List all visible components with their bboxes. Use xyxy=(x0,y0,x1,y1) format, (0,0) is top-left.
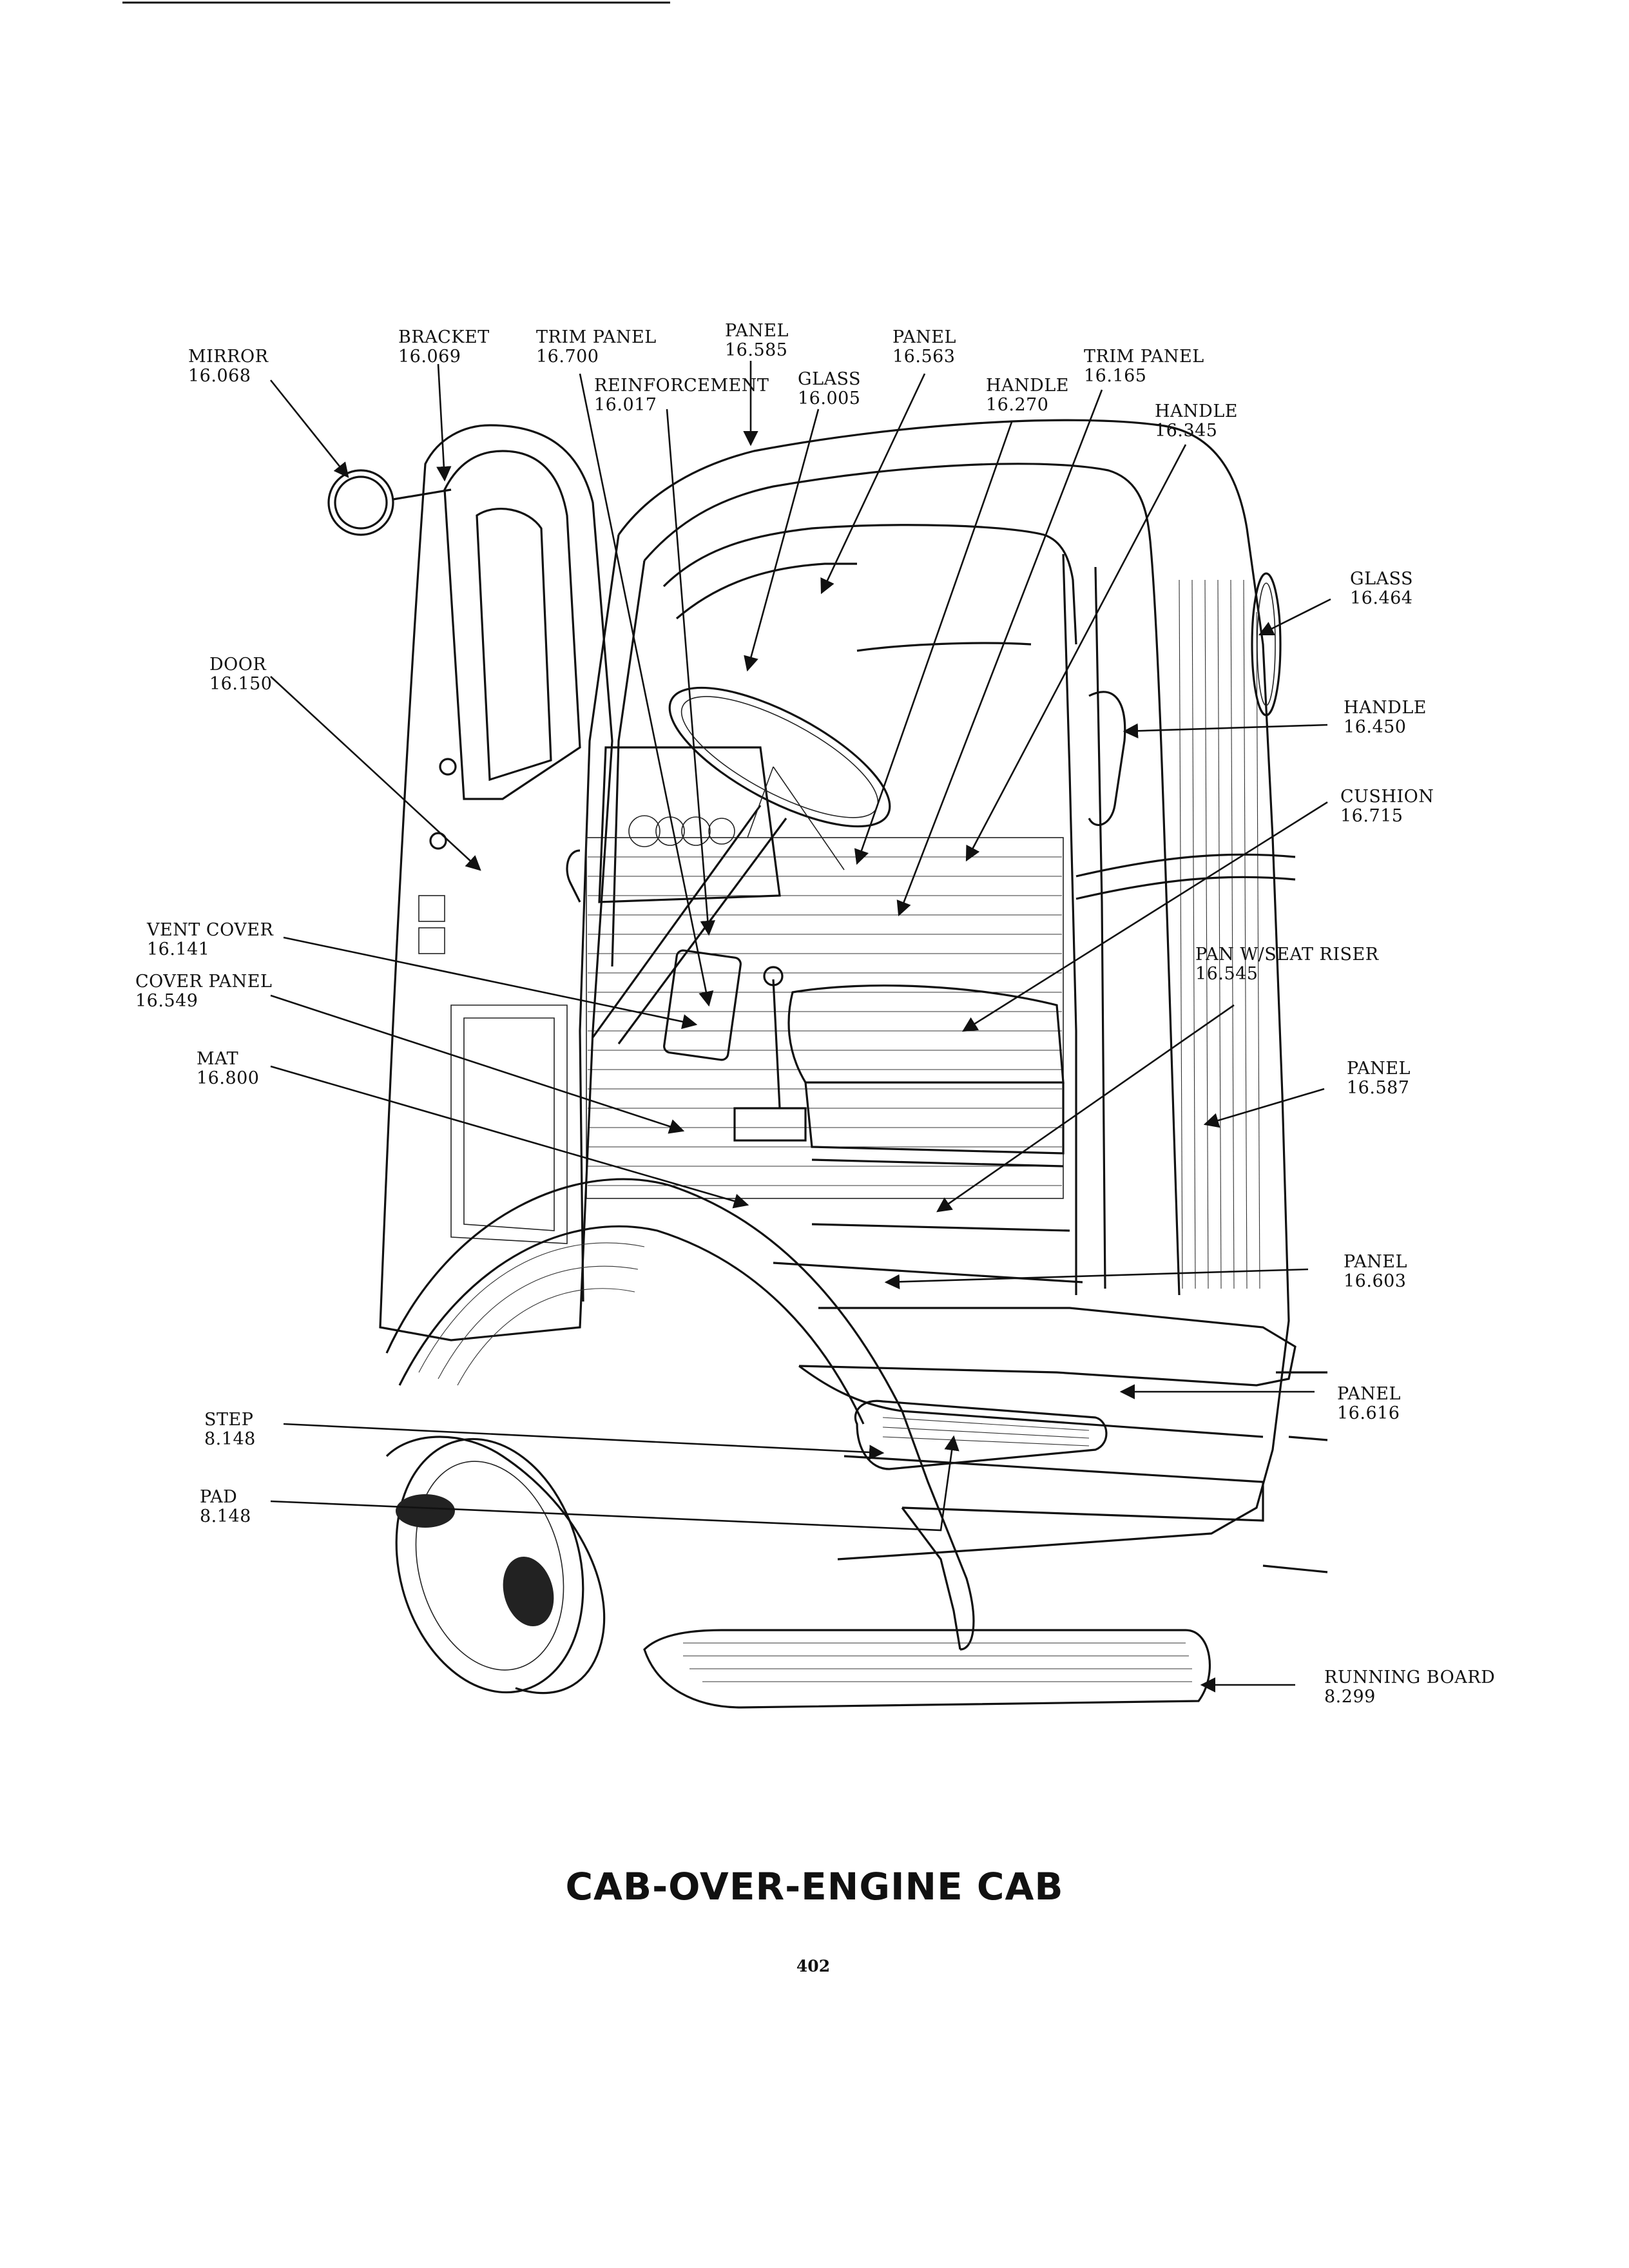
callout-pan-seat-riser: PAN W/SEAT RISER 16.545 xyxy=(1195,945,1379,984)
callout-trim-panel-16165: TRIM PANEL 16.165 xyxy=(1084,347,1204,386)
callout-number: 16.068 xyxy=(188,366,251,386)
callout-cushion: CUSHION 16.715 xyxy=(1340,787,1434,826)
callout-pad: PAD 8.148 xyxy=(200,1487,251,1526)
leader-lines xyxy=(269,361,1331,1693)
callout-name: BRACKET xyxy=(398,327,490,347)
callout-number: 16.603 xyxy=(1344,1271,1406,1291)
callout-number: 16.545 xyxy=(1195,964,1258,984)
callout-name: DOOR xyxy=(209,655,266,675)
callout-name: MAT xyxy=(197,1049,238,1069)
callout-number: 16.150 xyxy=(209,674,272,694)
callout-name: GLASS xyxy=(1350,569,1413,589)
callout-name: GLASS xyxy=(798,369,861,389)
callout-cover-panel: COVER PANEL 16.549 xyxy=(135,972,272,1011)
callout-name: PANEL xyxy=(892,327,956,347)
callout-name: PANEL xyxy=(1347,1059,1411,1079)
callout-name: REINFORCEMENT xyxy=(594,376,769,396)
callout-number: 16.069 xyxy=(398,347,461,367)
callout-number: 8.148 xyxy=(204,1429,256,1449)
callout-running-board: RUNNING BOARD 8.299 xyxy=(1324,1667,1495,1707)
callout-number: 16.585 xyxy=(725,340,787,360)
callout-name: HANDLE xyxy=(986,376,1069,396)
callout-number: 16.165 xyxy=(1084,366,1146,386)
callout-number: 16.017 xyxy=(594,395,657,415)
callout-name: PAN W/SEAT RISER xyxy=(1195,945,1379,965)
callout-name: TRIM PANEL xyxy=(536,327,657,347)
callout-number: 16.715 xyxy=(1340,806,1403,826)
callout-number: 16.464 xyxy=(1350,588,1412,608)
callout-number: 16.800 xyxy=(197,1068,259,1088)
callout-trim-panel-16700: TRIM PANEL 16.700 xyxy=(536,327,657,367)
callout-glass-16464: GLASS 16.464 xyxy=(1350,569,1413,608)
callout-name: PANEL xyxy=(1344,1252,1407,1272)
callout-name: STEP xyxy=(204,1410,253,1430)
callout-name: COVER PANEL xyxy=(135,972,272,992)
callout-number: 16.141 xyxy=(147,939,209,959)
callout-name: HANDLE xyxy=(1155,401,1238,421)
callout-panel-16587: PANEL 16.587 xyxy=(1347,1059,1411,1098)
callout-panel-16616: PANEL 16.616 xyxy=(1337,1384,1401,1423)
callout-panel-16585: PANEL 16.585 xyxy=(725,321,789,360)
callout-number: 8.299 xyxy=(1324,1687,1376,1707)
callout-name: PAD xyxy=(200,1487,237,1507)
callout-reinforcement: REINFORCEMENT 16.017 xyxy=(594,376,769,415)
callout-panel-16603: PANEL 16.603 xyxy=(1344,1252,1407,1291)
callout-number: 16.616 xyxy=(1337,1403,1400,1423)
page-number: 402 xyxy=(796,1957,830,1975)
callout-number: 16.587 xyxy=(1347,1078,1409,1098)
callout-number: 16.700 xyxy=(536,347,599,367)
callout-number: 16.450 xyxy=(1344,717,1406,737)
mirror-shape xyxy=(327,469,394,536)
callout-handle-16270: HANDLE 16.270 xyxy=(986,376,1069,415)
callout-number: 16.270 xyxy=(986,395,1048,415)
callout-labels: MIRROR 16.068 BRACKET 16.069 TRIM PANEL … xyxy=(135,321,1495,1707)
callout-bracket: BRACKET 16.069 xyxy=(398,327,490,367)
callout-number: 16.345 xyxy=(1155,421,1217,441)
callout-name: VENT COVER xyxy=(146,920,273,940)
callout-name: PANEL xyxy=(725,321,789,341)
callout-door: DOOR 16.150 xyxy=(209,655,272,694)
callout-handle-16345: HANDLE 16.345 xyxy=(1155,401,1238,441)
callout-name: HANDLE xyxy=(1344,698,1427,718)
diagram-title: CAB-OVER-ENGINE CAB xyxy=(565,1865,1063,1908)
callout-number: 16.563 xyxy=(892,347,955,367)
callout-number: 16.549 xyxy=(135,991,198,1011)
callout-vent-cover: VENT COVER 16.141 xyxy=(146,920,273,959)
callout-name: RUNNING BOARD xyxy=(1324,1667,1495,1687)
callout-handle-16450: HANDLE 16.450 xyxy=(1344,698,1427,737)
callout-number: 16.005 xyxy=(798,389,860,408)
callout-name: PANEL xyxy=(1337,1384,1401,1404)
callout-mirror: MIRROR 16.068 xyxy=(188,347,269,386)
callout-panel-16563: PANEL 16.563 xyxy=(892,327,956,367)
callout-name: CUSHION xyxy=(1340,787,1434,807)
cab-illustration xyxy=(327,419,1328,1709)
callout-mat: MAT 16.800 xyxy=(197,1049,259,1088)
callout-step: STEP 8.148 xyxy=(204,1410,256,1449)
callout-name: TRIM PANEL xyxy=(1084,347,1204,367)
callout-number: 8.148 xyxy=(200,1506,251,1526)
callout-name: MIRROR xyxy=(188,347,269,367)
callout-glass-16005: GLASS 16.005 xyxy=(798,369,861,408)
